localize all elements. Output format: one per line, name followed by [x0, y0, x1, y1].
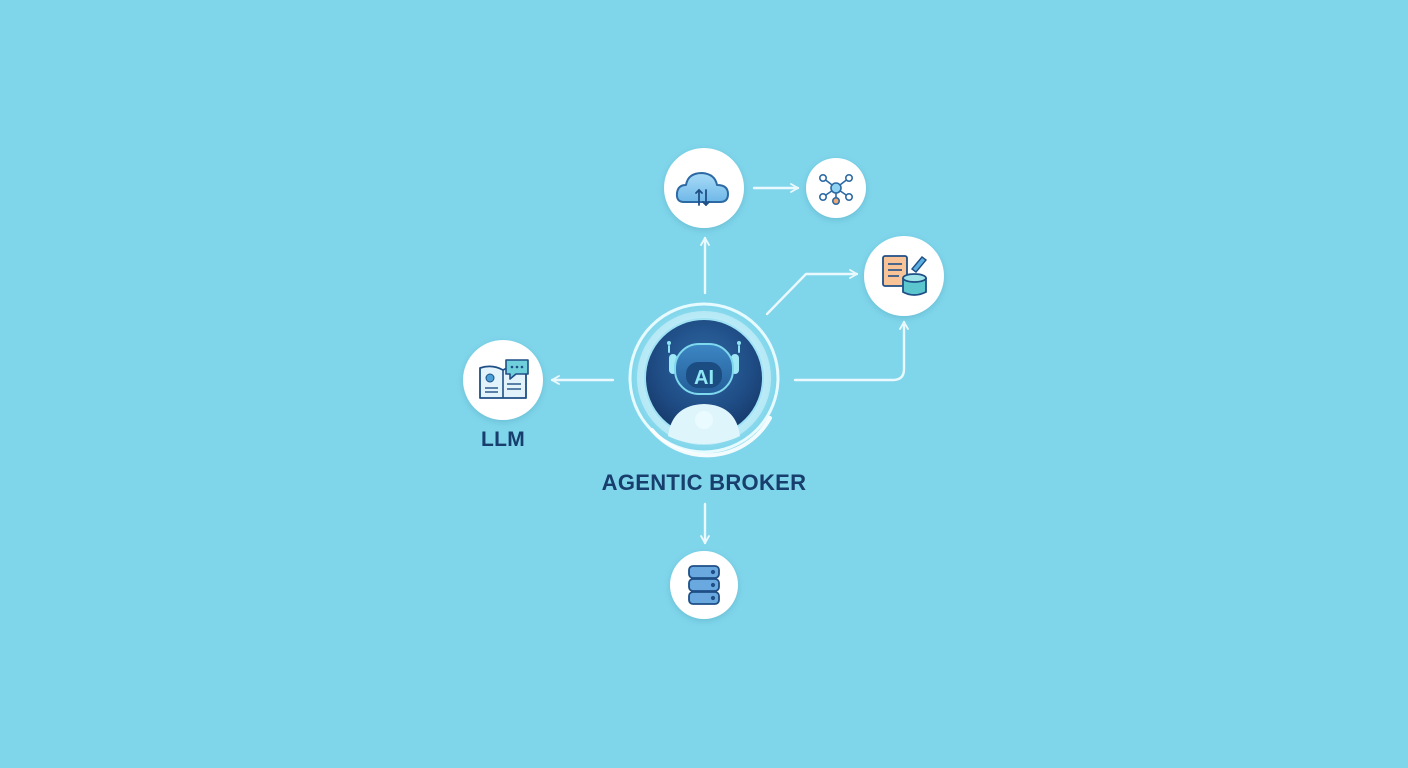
broker-label: AGENTIC BROKER	[601, 470, 807, 495]
agentic-broker-node[interactable]: AI	[624, 298, 784, 458]
arrow-right-to-docs-db	[793, 320, 909, 382]
cloud-sync-icon	[675, 172, 729, 207]
arrow-to-docs-db	[765, 269, 859, 316]
book-chat-icon	[479, 359, 529, 399]
document-database-icon	[882, 255, 928, 296]
robot-icon	[667, 341, 741, 444]
network-graph-icon	[818, 174, 853, 206]
llm-label: LLM	[480, 428, 526, 451]
database-server-icon	[688, 565, 720, 605]
broker-outer-ring	[628, 302, 780, 454]
connectors	[550, 183, 909, 545]
broker-ai-badge: AI	[694, 367, 714, 389]
